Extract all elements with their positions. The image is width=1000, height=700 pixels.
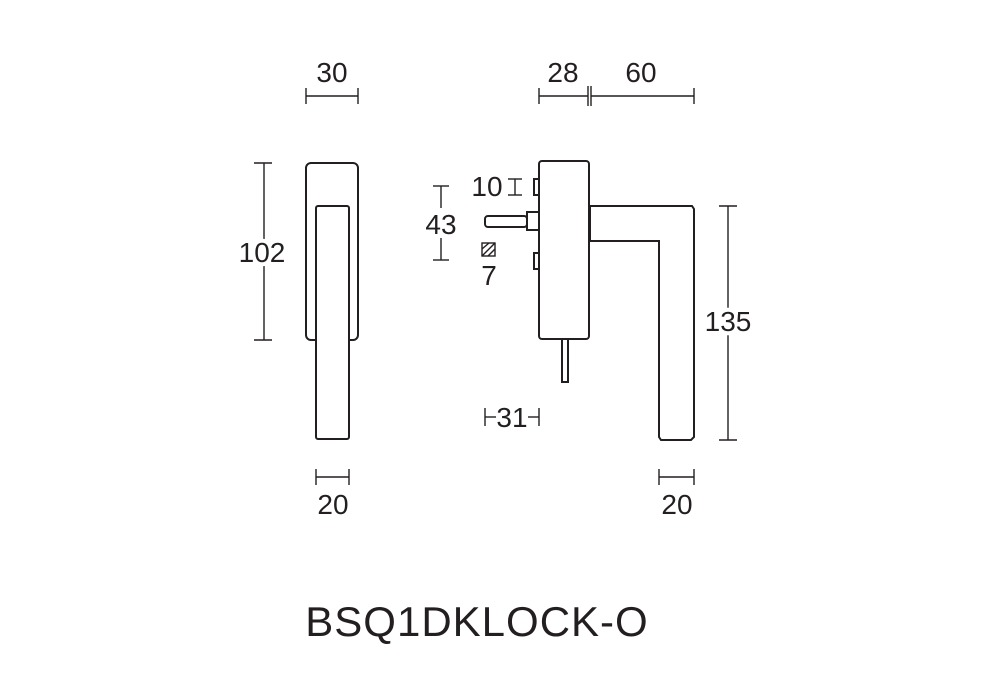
side-screw-upper bbox=[533, 178, 540, 196]
side-rose-depth-label: 28 bbox=[547, 57, 578, 88]
front-view: 30 102 20 bbox=[235, 57, 359, 520]
front-rose-width-label: 30 bbox=[316, 57, 347, 88]
front-handle-width-dimension: 20 bbox=[315, 469, 350, 520]
side-spindle-square-label: 7 bbox=[481, 260, 497, 291]
product-code: BSQ1DKLOCK-O bbox=[305, 598, 648, 645]
side-spindle-square-dimension: 7 bbox=[481, 242, 497, 291]
front-handle-width-label: 20 bbox=[317, 489, 348, 520]
front-handle-outline bbox=[315, 205, 350, 440]
side-locking-pin bbox=[561, 338, 569, 383]
side-handle-width-dimension: 20 bbox=[658, 469, 695, 520]
side-spindle-offset-dimension: 43 bbox=[425, 185, 457, 261]
side-screw-dimension: 10 bbox=[471, 171, 522, 202]
side-handle-projection-label: 60 bbox=[625, 57, 656, 88]
side-spindle-length-label: 31 bbox=[496, 402, 527, 433]
side-handle-projection-dimension: 60 bbox=[591, 57, 695, 104]
side-screw-label: 10 bbox=[471, 171, 502, 202]
side-spindle-length-dimension: 31 bbox=[484, 402, 540, 433]
side-handle-width-label: 20 bbox=[661, 489, 692, 520]
front-rose-width-dimension: 30 bbox=[305, 57, 359, 104]
front-rose-height-label: 102 bbox=[239, 237, 286, 268]
side-spindle bbox=[484, 215, 528, 228]
side-rose-outline bbox=[538, 160, 590, 340]
front-rose-height-dimension: 102 bbox=[235, 162, 289, 341]
side-handle-outline bbox=[589, 205, 695, 441]
side-spindle-hub bbox=[526, 211, 540, 231]
side-rose-depth-dimension: 28 bbox=[538, 57, 592, 106]
side-handle-length-label: 135 bbox=[705, 306, 752, 337]
side-view: 28 60 10 43 7 bbox=[425, 57, 755, 520]
side-spindle-offset-label: 43 bbox=[425, 209, 456, 240]
side-screw-lower bbox=[533, 252, 540, 270]
side-handle-length-dimension: 135 bbox=[701, 205, 755, 441]
